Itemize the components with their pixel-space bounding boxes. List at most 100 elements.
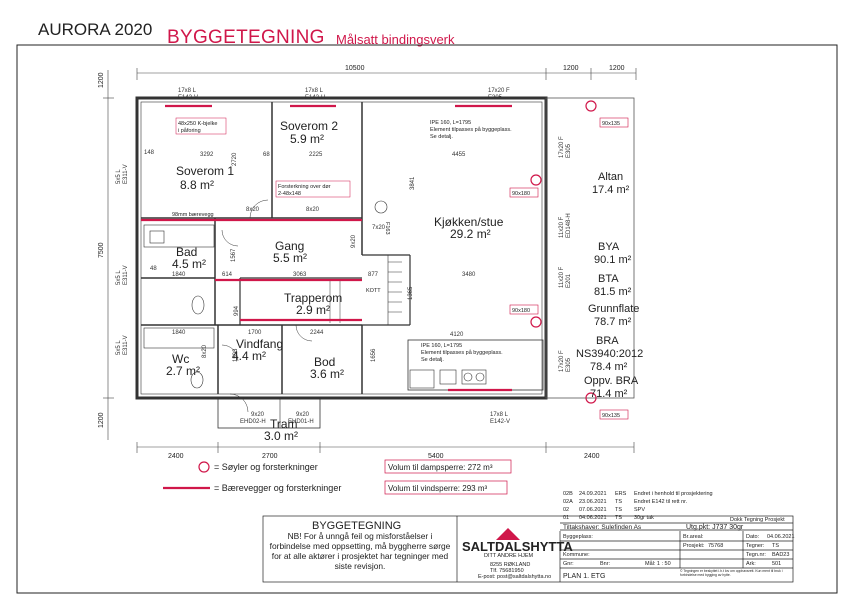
beam-3-size: 17x20 F <box>488 88 510 94</box>
dim-inner-6: 4120 <box>450 332 464 338</box>
beam-7-code: E311-V <box>123 265 129 285</box>
stat-bra-standard: NS3940:2012 <box>576 348 643 360</box>
beam-10-size: 11x20 F <box>559 266 565 288</box>
dim-inner-14: 1656 <box>371 348 377 362</box>
ark-value: 501 <box>772 561 781 567</box>
dim-top-1: 10500 <box>345 65 365 72</box>
room-vindfang-area: 4.4 m² <box>232 349 266 363</box>
beam-17-size: 7x20 <box>372 225 386 231</box>
plan-name: PLAN 1. ETG <box>563 573 605 580</box>
beam-2-code: E142-H <box>305 95 325 101</box>
note-2-line2: 2-48x148 <box>278 191 301 197</box>
room-bad-area: 4.5 m² <box>172 257 206 271</box>
dato-value: 04.06.2021 <box>767 534 795 540</box>
rev-2-desc: Endret E142 til rett nr. <box>634 499 688 505</box>
saltdalshytta-logo: SALTDALSHYTTA DITT ANDRE HJEM 8255 RØKLA… <box>462 528 573 580</box>
beam-9-size: 11x20 F <box>559 216 565 238</box>
stat-grunnflate-value: 78.7 m² <box>594 316 632 328</box>
beam-2-size: 17x8 L <box>305 88 324 94</box>
rev-2-by: TS <box>615 499 622 505</box>
dim-inner-22: 994 <box>234 305 240 316</box>
dim-inner-19: 68 <box>263 152 270 158</box>
utgangspunkt: Utg.pkt: J737 30gr <box>686 524 744 531</box>
beam-8-code: E311-V <box>123 335 129 355</box>
room-altan-name: Altan <box>598 171 623 183</box>
room-soverom2-area: 5.9 m² <box>290 132 324 146</box>
revision-list: 02B 24.09.2021 ERS Endret i henhold til … <box>563 491 713 521</box>
dim-top-2: 1200 <box>563 65 579 72</box>
beam-12-code: EHD02-H <box>240 419 266 425</box>
room-bad-name: Bad <box>176 245 197 259</box>
stat-oppv-bra-label: Oppv. BRA <box>584 375 639 387</box>
tegner-value: TS <box>772 543 779 549</box>
tegner-label: Tegner: <box>746 543 765 549</box>
stat-bta-label: BTA <box>598 273 619 285</box>
byggeplass: Byggeplass: <box>563 534 593 540</box>
beam-11-code: E305 <box>566 357 572 372</box>
dim-left-3: 1200 <box>98 412 105 428</box>
beam-5-code: E142-V <box>490 419 510 425</box>
beam-8-size: 5x5 L <box>116 340 122 355</box>
room-soverom1-name: Soverom 1 <box>176 164 234 178</box>
rev-4-date: 04.06.2021 <box>579 515 607 521</box>
dim-inner-2: 2225 <box>309 152 323 158</box>
legend-walls: = Bærevegger og forsterkninger <box>214 483 341 493</box>
drawing-subtitle: Målsatt bindingsverk <box>336 32 455 47</box>
rev-3-desc: SPV <box>634 507 645 513</box>
rev-2-date: 23.06.2021 <box>579 499 607 505</box>
ark-label: Ark: <box>746 561 756 567</box>
column-2-label: 90x180 <box>512 191 530 197</box>
note-1-line1: 48x250 K-bjelke <box>178 121 217 127</box>
gnr: Gnr: <box>563 561 574 567</box>
legend-columns: = Søyler og forsterkninger <box>214 462 318 472</box>
beam-10-code: E201 <box>566 273 572 288</box>
dim-inner-4: 3063 <box>293 272 307 278</box>
walls <box>135 96 635 429</box>
dim-inner-16: 877 <box>368 272 379 278</box>
sheet-border <box>16 44 838 594</box>
dim-inner-8: 2244 <box>310 330 324 336</box>
tegn-nr-value: BAD23 <box>772 552 789 558</box>
room-tram-area: 3.0 m² <box>264 429 298 443</box>
room-altan-area: 17.4 m² <box>592 184 630 196</box>
title-block <box>262 515 794 583</box>
note-4-line1: IPE 160, L=1795 <box>421 343 462 349</box>
dim-left-1: 1200 <box>98 72 105 88</box>
room-kjokken-name: Kjøkken/stue <box>434 215 504 229</box>
stat-bya-value: 90.1 m² <box>594 254 632 266</box>
note-3-line1: IPE 160, L=1795 <box>430 120 471 126</box>
dim-inner-3: 4455 <box>452 152 466 158</box>
note-4-line3: Se detalj. <box>421 357 444 363</box>
room-bod-area: 3.6 m² <box>310 367 344 381</box>
rev-2-id: 02A <box>563 499 573 505</box>
rev-1-desc: Endret i henhold til prosjektering <box>634 491 713 497</box>
beam-6-size: 5x5 L <box>116 169 122 184</box>
beam-4-size: 17x20 F <box>559 136 565 158</box>
dimension-lines <box>103 68 637 453</box>
dim-inner-10: 1840 <box>172 330 186 336</box>
dim-inner-21: 2720 <box>232 152 238 166</box>
drawing-title: BYGGETEGNING <box>167 27 325 48</box>
note-1-line2: i påforing <box>178 127 201 134</box>
rev-3-date: 07.06.2021 <box>579 507 607 513</box>
room-soverom1-area: 8.8 m² <box>180 178 214 192</box>
room-soverom2-name: Soverom 2 <box>280 119 338 133</box>
column-4-label: 90x135 <box>602 413 620 419</box>
column-markers <box>530 100 597 404</box>
room-wc-area: 2.7 m² <box>166 364 200 378</box>
dim-inner-5: 3480 <box>462 272 476 278</box>
stat-bta-value: 81.5 m² <box>594 286 632 298</box>
tegn-nr-label: Tegn.nr: <box>746 552 766 558</box>
room-trapperom-name: Trapperom <box>284 291 342 305</box>
load-bearing-walls <box>141 104 512 392</box>
stat-grunnflate-label: Grunnflate <box>588 303 639 315</box>
beam-3-code: E305 <box>488 95 503 101</box>
beam-12-size: 9x20 <box>251 412 265 418</box>
brand-email: E-post: post@saltdalshytta.no <box>478 574 551 580</box>
column-1-label: 90x135 <box>602 121 620 127</box>
titleblock-heading: BYGGETEGNING <box>312 520 401 532</box>
note-4-line2: Element tilpasses på byggeplass. <box>421 349 503 356</box>
rev-3-by: TS <box>615 507 622 513</box>
room-gang-name: Gang <box>275 239 304 253</box>
